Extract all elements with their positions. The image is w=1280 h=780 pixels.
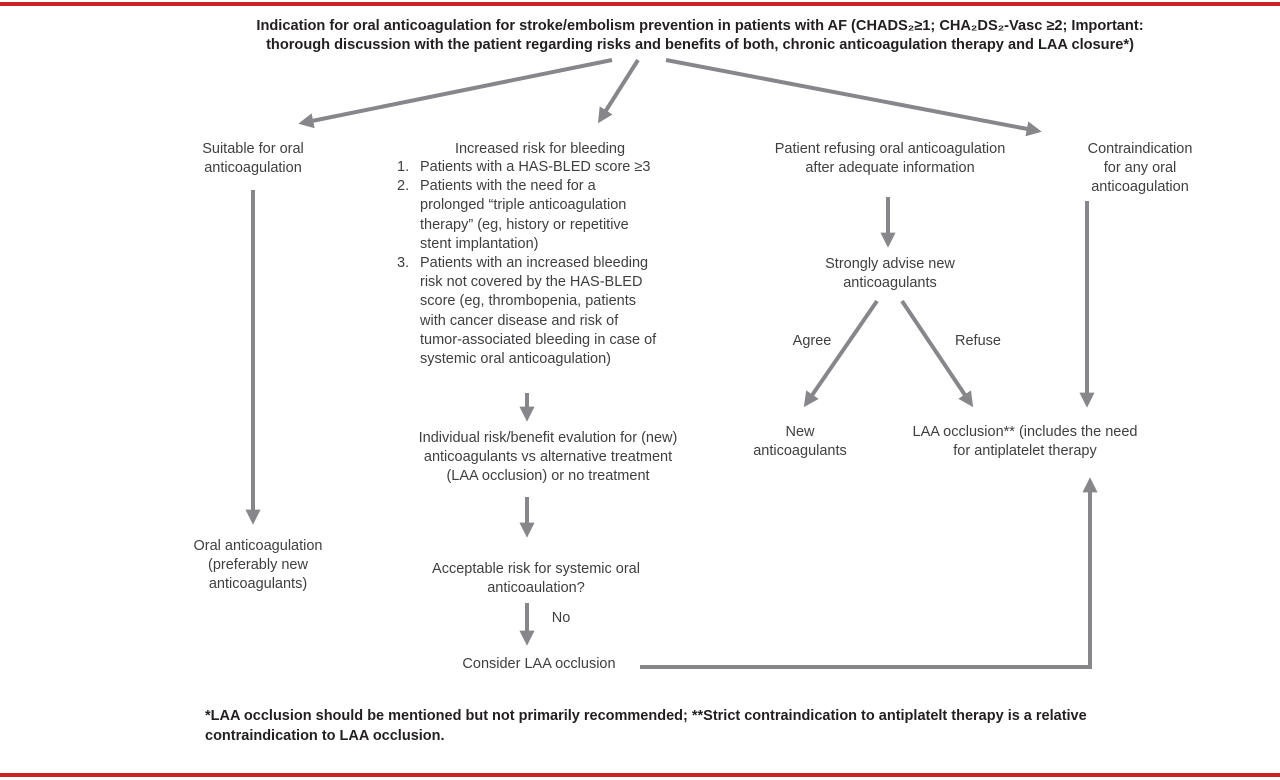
list-item-text: Patients with an increased bleeding risk…	[420, 255, 657, 368]
node-contraindication: Contraindication for any oral anticoagul…	[1087, 141, 1193, 195]
label-agree: Agree	[792, 333, 832, 349]
title-line-1: Indication for oral anticoagulation for …	[256, 18, 1144, 34]
node-oral-anticoagulation: Oral anticoagulation (preferably new ant…	[193, 538, 323, 592]
bottom-border-line	[0, 773, 1280, 777]
list-item-number: 1.	[397, 159, 410, 175]
node-bleeding-list: 1. Patients with a HAS-BLED score ≥3 2. …	[397, 158, 656, 369]
node-suitable: Suitable for oral anticoagulation	[202, 141, 304, 176]
list-item-number: 3.	[397, 255, 410, 272]
diagram-title: Indication for oral anticoagulation for …	[200, 17, 1200, 55]
arrow-agree-to-new-anticoagulants	[803, 299, 879, 408]
node-refusing: Patient refusing oral anticoagulation af…	[774, 141, 1006, 176]
arrow-refuse-to-laa-occlusion	[900, 299, 974, 408]
list-item: 2. Patients with the need for a prolonge…	[397, 177, 656, 254]
node-laa-occlusion: LAA occlusion** (includes the need for a…	[912, 424, 1138, 459]
arrow-consider-to-laa-occlusion	[640, 477, 1098, 669]
node-consider-laa: Consider LAA occlusion	[462, 656, 616, 672]
title-line-2: thorough discussion with the patient reg…	[266, 37, 1134, 53]
node-bleeding-heading: Increased risk for bleeding	[454, 141, 626, 157]
node-individual-risk: Individual risk/benefit evalution for (n…	[418, 430, 678, 484]
node-strongly-advise: Strongly advise new anticoagulants	[825, 256, 955, 291]
node-new-anticoagulants: New anticoagulants	[753, 424, 847, 459]
list-item-text: Patients with the need for a prolonged “…	[420, 178, 629, 252]
arrow-title-to-bleeding	[597, 58, 640, 124]
list-item: 3. Patients with an increased bleeding r…	[397, 254, 656, 369]
list-item-text: Patients with a HAS-BLED score ≥3	[420, 159, 651, 175]
top-border-line	[0, 2, 1280, 6]
footnote: *LAA occlusion should be mentioned but n…	[205, 708, 1087, 744]
arrow-title-to-contraindication	[665, 58, 1042, 137]
arrow-title-to-suitable	[298, 58, 613, 129]
label-refuse: Refuse	[955, 333, 1001, 349]
label-no: No	[551, 610, 571, 626]
node-acceptable-risk: Acceptable risk for systemic oral antico…	[432, 561, 640, 596]
list-item-number: 2.	[397, 178, 410, 195]
list-item: 1. Patients with a HAS-BLED score ≥3	[397, 158, 656, 177]
